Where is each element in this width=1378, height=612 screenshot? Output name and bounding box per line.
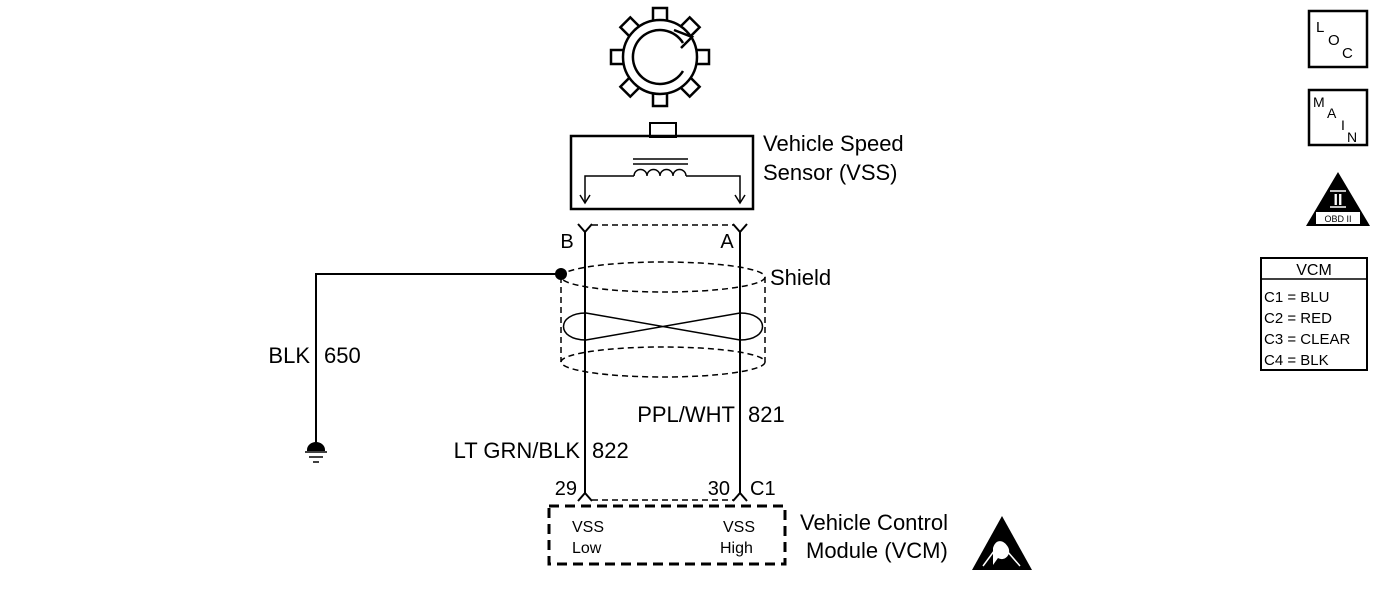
module-name-line1: Vehicle Control (800, 510, 948, 535)
main-icon-a: A (1327, 105, 1337, 121)
shield-label: Shield (770, 265, 831, 290)
sensor-pin-a: A (720, 231, 734, 253)
vss-high-line1: VSS (723, 519, 755, 536)
vcm-connector-c1: C1 (750, 478, 776, 500)
sensor-name-line2: Sensor (VSS) (763, 160, 898, 185)
vss-low-line2: Low (572, 540, 602, 557)
connector-table-row: C4 = BLK (1264, 352, 1329, 369)
connector-table-row: C2 = RED (1264, 310, 1332, 327)
ground-wire-color: BLK (268, 343, 310, 368)
loc-icon[interactable]: L O C (1307, 9, 1369, 69)
vcm-pin-30: 30 (708, 478, 730, 500)
wires (315, 223, 748, 502)
vss-high-line2: High (720, 540, 753, 557)
wire-right-color: PPL/WHT (637, 402, 735, 427)
connector-table-row: C3 = CLEAR (1264, 331, 1350, 348)
vcm-module-box (547, 504, 787, 566)
wire-left-color: LT GRN/BLK (454, 438, 581, 463)
twisted-pair (562, 312, 764, 341)
wire-right-circuit: 821 (748, 402, 785, 427)
wire-left-circuit: 822 (592, 438, 629, 463)
loc-icon-c: C (1342, 45, 1353, 62)
main-icon-n: N (1347, 129, 1357, 145)
main-icon-m: M (1313, 94, 1325, 110)
sensor-pin-b: B (560, 231, 573, 253)
reluctor-wheel-icon (609, 6, 711, 108)
obd-ii-icon[interactable]: OBD II II (1306, 172, 1370, 226)
connector-table-title: VCM (1296, 262, 1332, 279)
obd-ii-caption: OBD II (1324, 214, 1351, 224)
module-name-line2: Module (VCM) (806, 538, 948, 563)
esd-warning-icon (972, 516, 1032, 570)
loc-icon-l: L (1316, 19, 1324, 36)
splice-dot (555, 268, 567, 280)
vss-sensor-body (569, 122, 755, 211)
obd-ii-numeral: II (1334, 192, 1343, 209)
shield (560, 224, 766, 501)
ground-icon (305, 442, 327, 463)
connector-table-row: C1 = BLU (1264, 289, 1329, 306)
main-icon[interactable]: M A I N (1307, 88, 1369, 147)
main-icon-i: I (1341, 117, 1345, 133)
ground-wire-circuit: 650 (324, 343, 361, 368)
vcm-pin-29: 29 (555, 478, 577, 500)
sensor-name-line1: Vehicle Speed (763, 131, 904, 156)
connector-table: VCM C1 = BLU C2 = RED C3 = CLEAR C4 = BL… (1260, 257, 1368, 371)
loc-icon-o: O (1328, 32, 1340, 49)
vss-low-line1: VSS (572, 519, 604, 536)
